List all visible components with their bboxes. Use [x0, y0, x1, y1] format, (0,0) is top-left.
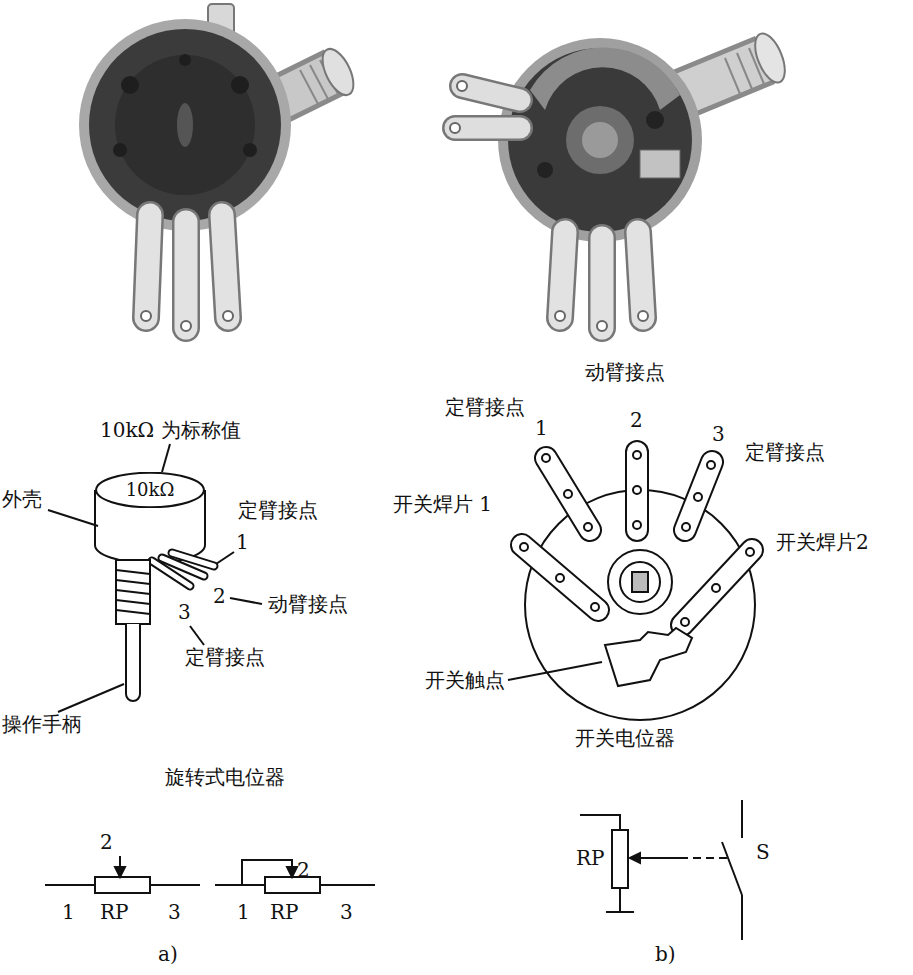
potentiometer-photo — [79, 4, 360, 331]
component-name: S — [756, 840, 770, 864]
pin-number: 2 — [100, 830, 113, 854]
part-label: 动臂接点 — [585, 360, 665, 384]
pin-number: 1 — [62, 900, 75, 924]
part-label: 定臂接点 — [745, 440, 825, 464]
callout-number: 1 — [236, 530, 249, 554]
callout-number: 1 — [535, 416, 548, 440]
pin-number: 1 — [237, 900, 250, 924]
switch-potentiometer-symbol — [580, 800, 742, 940]
part-label: 动臂接点 — [268, 592, 348, 616]
figure-caption: 旋转式电位器 — [165, 765, 285, 789]
switch-potentiometer-drawing — [508, 451, 755, 720]
figure-caption: b) — [655, 942, 676, 966]
component-name: RP — [270, 900, 299, 924]
pin-number: 3 — [340, 900, 353, 924]
part-label: 开关触点 — [425, 668, 505, 692]
component-name: RP — [100, 900, 129, 924]
pin-number: 2 — [297, 858, 310, 882]
callout-number: 3 — [178, 600, 191, 624]
part-label: 定臂接点 — [185, 645, 265, 669]
part-label: 定臂接点 — [238, 498, 318, 522]
potentiometer-symbol — [45, 856, 375, 893]
figure-caption: a) — [158, 942, 178, 966]
callout-number: 3 — [712, 422, 725, 446]
callout-number: 2 — [630, 408, 643, 432]
nominal-value: 10kΩ — [126, 479, 175, 501]
figure-caption: 开关电位器 — [575, 726, 675, 750]
rotary-potentiometer-drawing — [48, 444, 262, 712]
value-note: 10kΩ 为标称值 — [100, 418, 241, 442]
switch-potentiometer-photo — [450, 29, 791, 331]
component-name: RP — [576, 846, 605, 870]
callout-number: 2 — [213, 584, 226, 608]
part-label: 开关焊片2 — [776, 530, 869, 554]
value-ellipse: 10kΩ — [95, 472, 205, 508]
part-label: 外壳 — [2, 487, 42, 511]
part-label: 开关焊片 1 — [393, 492, 492, 516]
part-label: 操作手柄 — [2, 712, 82, 736]
pin-number: 3 — [168, 900, 181, 924]
part-label: 定臂接点 — [445, 395, 525, 419]
